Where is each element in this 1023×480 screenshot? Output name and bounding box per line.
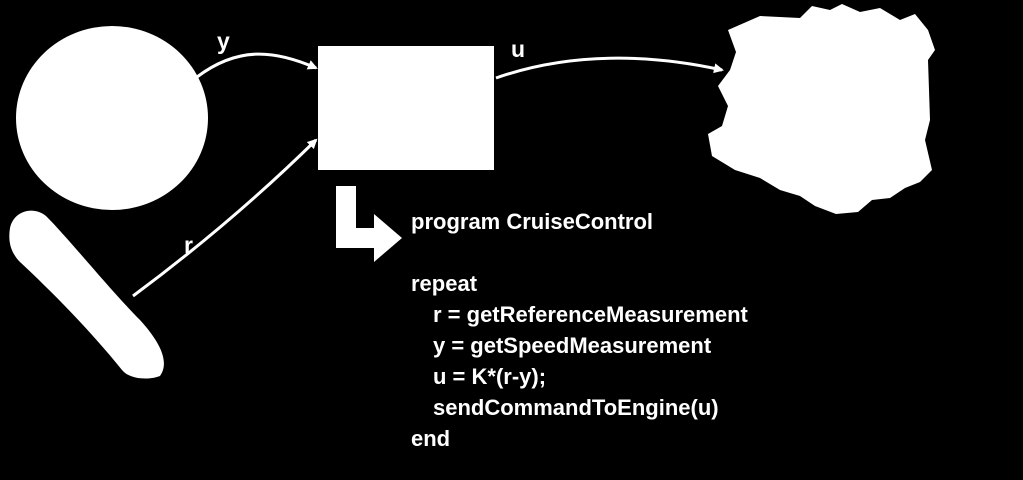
code-line-reference: r = getReferenceMeasurement <box>433 302 748 327</box>
signal-label-y: y <box>217 28 230 54</box>
code-line-repeat: repeat <box>411 271 478 296</box>
arrow-u <box>495 56 724 80</box>
controller-box <box>318 46 494 170</box>
code-blank-line <box>411 237 748 268</box>
program-listing: program CruiseControl repeat r = getRefe… <box>411 206 748 454</box>
arrow-y <box>196 52 318 79</box>
code-line-speed: y = getSpeedMeasurement <box>433 333 712 358</box>
code-line-end: end <box>411 426 451 451</box>
signal-label-r: r <box>184 232 193 258</box>
signal-label-u: u <box>511 36 526 62</box>
speedometer-shape <box>16 26 208 210</box>
code-line-control-law: u = K*(r-y); <box>433 364 547 389</box>
arrow-r <box>132 138 318 298</box>
code-line-send-command: sendCommandToEngine(u) <box>433 395 719 420</box>
gas-pedal-shape <box>9 210 164 379</box>
bent-arrow-icon <box>336 186 402 262</box>
engine-shape <box>708 4 935 214</box>
program-title-line: program CruiseControl <box>411 209 654 234</box>
